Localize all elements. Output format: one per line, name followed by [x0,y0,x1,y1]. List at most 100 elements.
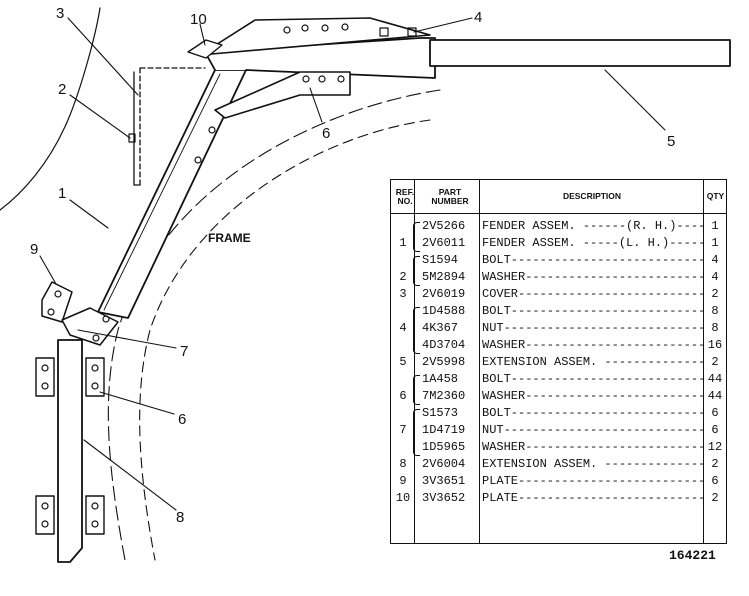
part-number-cell: 2V6004 [422,457,466,471]
bolt-hole [321,24,329,32]
description-cell: WASHER--------------------------- [482,270,704,284]
callout-9: 9 [30,241,38,258]
bolt-hole [91,364,99,372]
qty-cell: 6 [711,423,719,437]
description-cell: WASHER--------------------------- [482,338,704,352]
bolt-hole [41,520,49,528]
qty-cell: 1 [711,236,719,250]
bolt-hole [41,364,49,372]
description-cell: WASHER--------------------------- [482,440,704,454]
header-description: DESCRIPTION [562,191,622,201]
table-row: 4 4K367 NUT------------------------------ 8 [391,320,726,337]
part-number-cell: 1D5965 [422,440,466,454]
tire-outline [0,7,101,211]
bolt-2 [128,133,136,143]
qty-cell: 12 [707,440,723,454]
leader-line-4 [413,17,473,33]
qty-cell: 16 [707,338,723,352]
plate-10 [187,39,223,59]
ref-cell: 4 [399,321,407,335]
part-number-cell: S1594 [422,253,459,267]
callout-5: 5 [667,133,675,150]
table-row: S1573 BOLT----------------------------- 6 [391,405,726,422]
bolt-hole [91,382,99,390]
ref-cell: 1 [399,236,407,250]
qty-cell: 1 [711,219,719,233]
callout-3: 3 [56,5,64,22]
bolt-hole [337,75,345,83]
bolt-hole [102,315,110,323]
strut-brace [214,71,351,119]
drawing-number: 164221 [669,548,716,563]
parts-table-header: REF. NO. PART NUMBER DESCRIPTION QTY [391,180,726,214]
description-cell: EXTENSION ASSEM. ---------------- [482,457,704,471]
table-row: 3 2V6019 COVER----------------------------… [391,286,726,303]
ref-cell: 6 [399,389,407,403]
qty-cell: 4 [711,270,719,284]
qty-cell: 2 [711,491,719,505]
description-cell: BOLT----------------------------- [482,304,704,318]
qty-cell: 44 [707,372,723,386]
description-cell: COVER---------------------------- [482,287,704,301]
leader-line-10 [199,23,206,46]
leader-line-1 [69,199,109,229]
ref-cell: 10 [395,491,411,505]
part-number-cell: 3V3652 [422,491,466,505]
ref-cell: 3 [399,287,407,301]
description-cell: NUT------------------------------ [482,321,704,335]
ref-cell: 8 [399,457,407,471]
clamp-plate [85,495,105,535]
clamp-plate [85,357,105,397]
description-cell: PLATE---------------------------- [482,474,704,488]
part-number-cell: 4D3704 [422,338,466,352]
frame-label: FRAME [208,231,251,245]
table-row: 10 3V3652 PLATE---------------------------… [391,490,726,507]
ref-cell: 9 [399,474,407,488]
part-number-cell: 2V6019 [422,287,466,301]
leader-line-3 [67,17,139,96]
callout-7: 7 [180,343,188,360]
description-cell: PLATE---------------------------- [482,491,704,505]
cover-plate [139,67,206,186]
qty-cell: 8 [711,304,719,318]
qty-cell: 6 [711,406,719,420]
callout-6: 6 [322,125,330,142]
part-number-cell: S1573 [422,406,459,420]
bolt-hole [283,26,291,34]
bolt-hole [92,334,100,342]
part-number-cell: 1D4719 [422,423,466,437]
ref-cell: 2 [399,270,407,284]
bolt-hole [302,75,310,83]
part-number-cell: 2V6011 [422,236,466,250]
leader-line-7 [77,329,177,349]
qty-cell: 6 [711,474,719,488]
bolt-hole [318,75,326,83]
bolt-hole [41,382,49,390]
qty-cell: 2 [711,355,719,369]
bolt-hole [41,502,49,510]
qty-cell: 8 [711,321,719,335]
header-qty: QTY [706,191,725,201]
description-cell: BOLT----------------------------- [482,253,704,267]
extension-assembly-bar [429,39,731,67]
ref-cell: 5 [399,355,407,369]
bolt-hole [194,156,202,164]
group-brace [413,256,420,286]
part-number-cell: 4K367 [422,321,459,335]
callout-2: 2 [58,81,66,98]
part-number-cell: 1A458 [422,372,459,386]
description-cell: BOLT----------------------------- [482,406,704,420]
bolt-4 [379,27,389,37]
leader-line-9 [39,255,57,285]
qty-cell: 2 [711,457,719,471]
part-number-cell: 7M2360 [422,389,466,403]
ref-cell: 7 [399,423,407,437]
